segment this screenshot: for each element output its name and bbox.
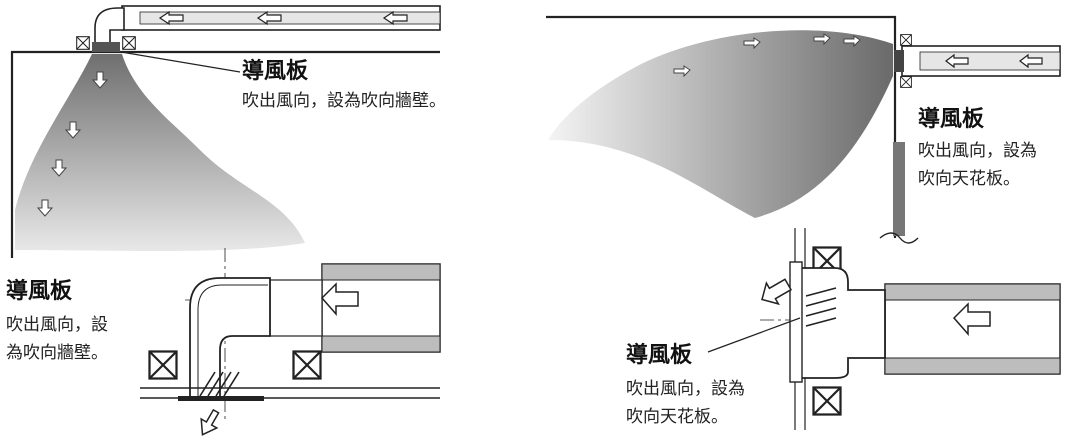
right-wall-vane-title: 導風板 <box>918 107 985 132</box>
left-detail-vane-desc-line2: 為吹向牆壁。 <box>6 343 108 363</box>
wall-strip <box>893 142 905 236</box>
left-ceiling-scene <box>10 5 441 258</box>
right-wall-scene <box>546 15 1061 244</box>
airflow-plume-right <box>548 30 893 218</box>
left-ceiling-vane-desc: 吹出風向，設為吹向牆壁。 <box>242 91 446 111</box>
left-detail-drawing <box>140 248 441 436</box>
airflow-plume <box>15 54 305 252</box>
leader-line <box>120 51 241 73</box>
right-wall-vane-desc-line1: 吹出風向，設為 <box>918 141 1037 161</box>
left-detail-vane-desc-line1: 吹出風向，設 <box>6 315 108 335</box>
ceiling-grille <box>92 42 120 52</box>
left-ceiling-vane-title: 導風板 <box>242 59 309 84</box>
wall-grille <box>894 50 904 72</box>
right-detail-drawing <box>707 228 1061 430</box>
right-detail-vane-title: 導風板 <box>626 343 693 368</box>
right-detail-vane-desc-line2: 吹向天花板。 <box>626 407 728 427</box>
right-detail-vane-desc-line1: 吹出風向，設為 <box>626 379 745 399</box>
ceiling-wall-outline <box>10 50 440 258</box>
left-detail-vane-title: 導風板 <box>6 279 73 304</box>
right-wall-vane-desc-line2: 吹向天花板。 <box>918 169 1020 189</box>
